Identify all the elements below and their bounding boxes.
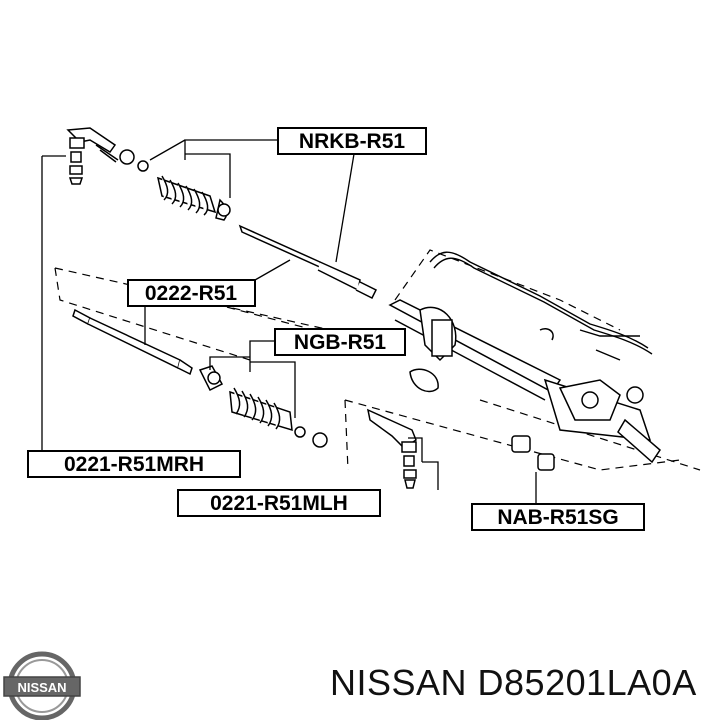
lower-outer-tie-rod xyxy=(72,308,193,376)
label-tie-rod-text: 0222-R51 xyxy=(145,282,238,305)
label-end-left-text: 0221-R51MLH xyxy=(210,492,348,515)
upper-tie-rod-end xyxy=(66,127,149,185)
label-end-right: 0221-R51MRH xyxy=(27,450,241,478)
lower-bellows-boot xyxy=(198,365,328,448)
label-nrkb-text: NRKB-R51 xyxy=(299,130,406,153)
hydraulic-pipes xyxy=(429,251,653,361)
nissan-logo-text: NISSAN xyxy=(17,680,66,695)
upper-bellows-boot xyxy=(156,175,231,221)
label-nrkb: NRKB-R51 xyxy=(277,127,427,155)
label-nab: NAB-R51SG xyxy=(471,503,645,531)
label-ngb: NGB-R51 xyxy=(274,328,406,356)
nissan-logo: NISSAN xyxy=(3,651,81,720)
part-number-caption: NISSAN D85201LA0A xyxy=(330,662,697,703)
rack-housing xyxy=(388,299,661,464)
label-tie-rod: 0222-R51 xyxy=(127,279,256,307)
label-end-left: 0221-R51MLH xyxy=(177,489,381,517)
mounting-bushings xyxy=(511,435,555,471)
upper-inner-tie-rod xyxy=(238,224,378,300)
label-ngb-text: NGB-R51 xyxy=(294,331,387,354)
lower-tie-rod-end xyxy=(366,408,417,489)
label-end-right-text: 0221-R51MRH xyxy=(64,453,204,476)
label-nab-text: NAB-R51SG xyxy=(497,506,618,529)
